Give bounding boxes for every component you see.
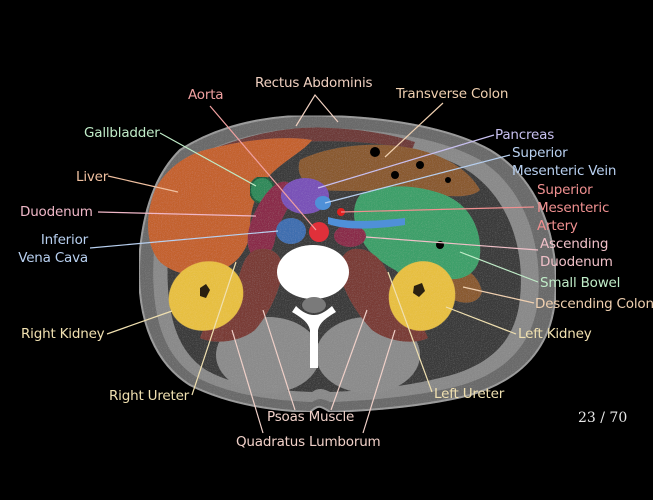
label-ascending-duodenum: Ascending Duodenum: [540, 236, 613, 270]
label-liver: Liver: [76, 169, 109, 185]
leader-left-ureter: [387, 271, 433, 393]
leader-right-ureter: [191, 261, 237, 396]
inferior-vena-cava: [276, 218, 306, 244]
left-kidney: [388, 261, 456, 331]
label-duodenum: Duodenum: [20, 204, 93, 220]
splenic-vein: [328, 217, 405, 229]
leader-gallbladder: [159, 132, 257, 187]
leader-transverse-colon: [384, 102, 444, 158]
duodenum: [247, 181, 293, 258]
leader-small-bowel: [459, 251, 539, 283]
vertebral-body: [277, 245, 349, 299]
leader-quadratus-left: [362, 329, 396, 434]
leader-ivc: [89, 230, 279, 249]
spinous-process: [292, 306, 336, 368]
page-indicator: 23 / 70: [578, 410, 628, 426]
label-right-kidney: Right Kidney: [21, 326, 105, 342]
label-pancreas: Pancreas: [495, 127, 555, 143]
label-smv: Superior Mesenteric Vein: [512, 145, 617, 179]
leader-sma: [340, 206, 535, 213]
label-descending-colon: Descending Colon: [535, 296, 653, 312]
leader-rectus-abdominis: [295, 93, 339, 127]
leader-psoas-right: [262, 309, 296, 411]
label-gallbladder: Gallbladder: [84, 125, 160, 141]
label-sma: Superior Mesenteric Artery: [537, 182, 610, 234]
leader-right-kidney: [106, 310, 173, 335]
label-left-ureter: Left Ureter: [434, 386, 505, 402]
liver: [148, 138, 312, 276]
bowel-gas: [416, 161, 424, 169]
leader-left-kidney: [445, 306, 517, 335]
spinal-canal: [302, 297, 326, 313]
label-quadratus-lumborum: Quadratus Lumborum: [236, 434, 381, 450]
superior-mesenteric-vein: [315, 196, 331, 210]
transverse-colon: [298, 144, 480, 197]
label-aorta: Aorta: [188, 87, 224, 103]
leader-liver: [107, 175, 179, 193]
right-renal-pelvis: [200, 284, 210, 298]
bowel-gas: [391, 171, 399, 179]
label-transverse-colon: Transverse Colon: [396, 86, 509, 102]
leader-pancreas: [317, 134, 495, 189]
label-rectus-abdominis: Rectus Abdominis: [255, 75, 373, 91]
leader-lines: [89, 93, 539, 434]
leader-duodenum: [97, 211, 257, 217]
rectus-abdominis: [210, 127, 415, 160]
label-left-kidney: Left Kidney: [518, 326, 592, 342]
leader-quadratus-right: [231, 329, 264, 434]
leader-aorta: [209, 105, 317, 231]
leader-smv: [324, 154, 511, 204]
label-psoas-muscle: Psoas Muscle: [267, 409, 355, 425]
label-right-ureter: Right Ureter: [109, 388, 190, 404]
ascending-duodenum: [334, 225, 366, 247]
bowel-gas: [445, 177, 451, 183]
left-renal-pelvis: [413, 283, 425, 297]
small-bowel: [354, 186, 481, 282]
label-ivc: Inferior Vena Cava: [18, 232, 88, 266]
leader-ascending-duodenum: [365, 236, 539, 251]
label-small-bowel: Small Bowel: [540, 275, 621, 291]
leader-descending-colon: [462, 286, 535, 304]
leader-psoas-left: [330, 309, 368, 411]
bowel-gas: [370, 147, 380, 157]
